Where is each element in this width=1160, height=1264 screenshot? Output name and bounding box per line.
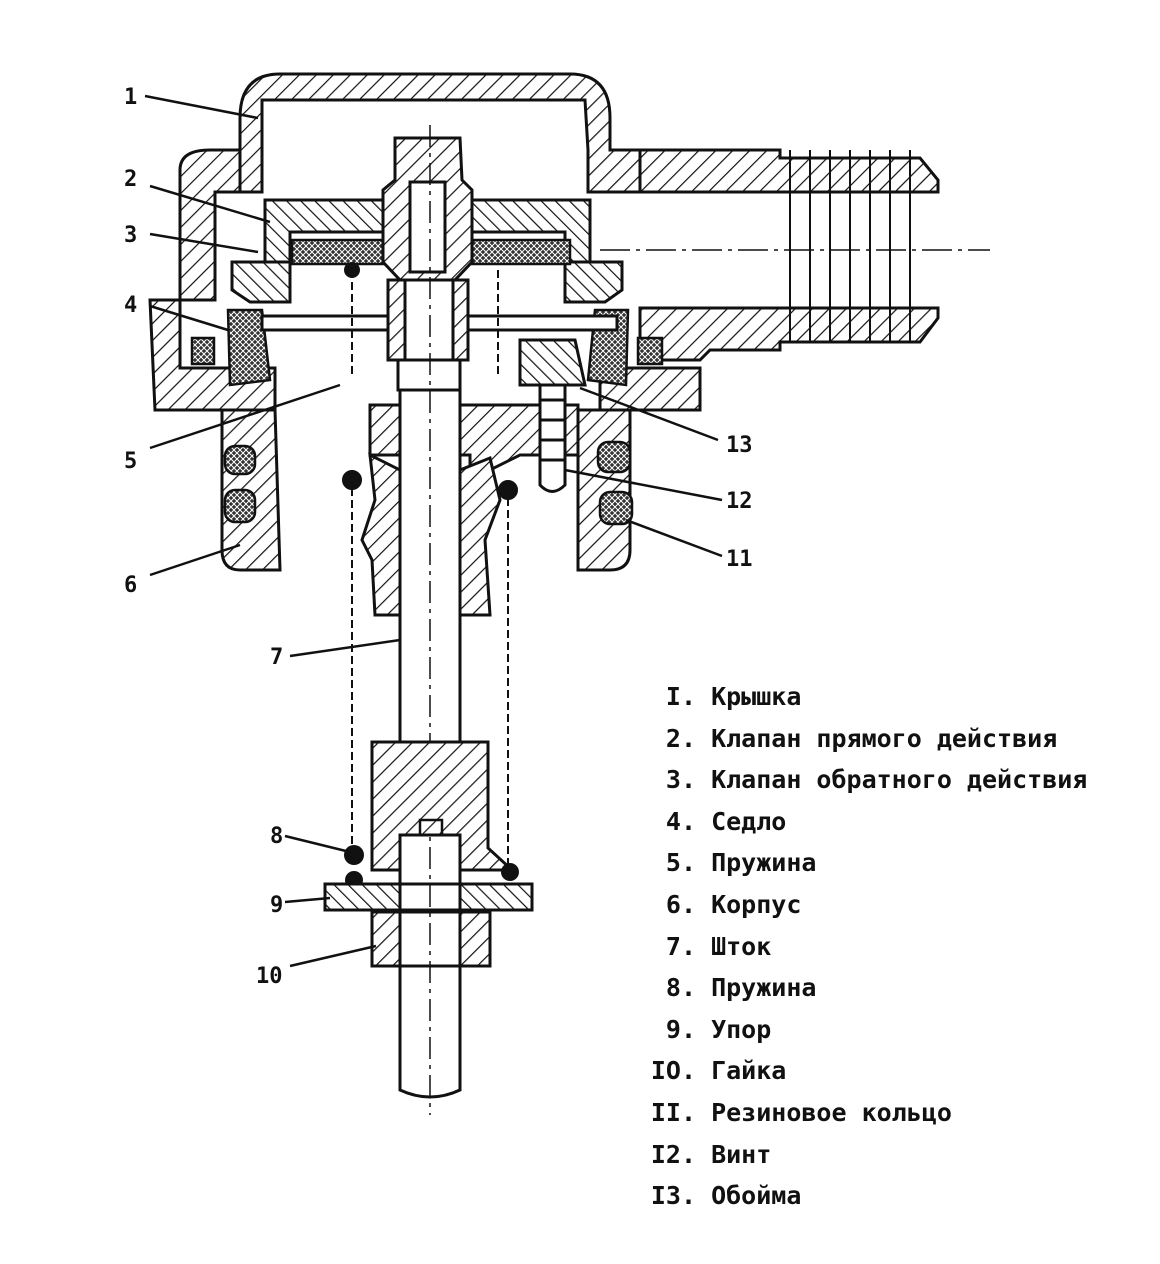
legend-item: 8. Пружина <box>600 967 1155 1009</box>
callout-6: 6 <box>124 573 137 598</box>
legend-number: I. <box>665 682 696 711</box>
legend-number: 2. <box>665 723 696 753</box>
legend-text: Винт <box>711 1139 772 1169</box>
part-body <box>148 298 702 572</box>
legend-number: 5. <box>665 848 696 878</box>
callout-13: 13 <box>726 433 753 458</box>
legend-number: 8. <box>665 973 696 1003</box>
legend-number: I3. <box>650 1181 696 1211</box>
legend-text: Резиновое кольцо <box>711 1097 952 1127</box>
leader-lines <box>144 94 723 968</box>
legend-item: IO. Гайка <box>600 1050 1155 1092</box>
callout-numbers: 1 2 3 4 5 6 7 8 9 10 11 12 13 <box>124 85 753 989</box>
legend-number: I2. <box>650 1139 696 1169</box>
legend-number: 4. <box>665 806 696 836</box>
legend-text: Пружина <box>711 848 817 878</box>
parts-legend: I. Крышка 2. Клапан прямого действия 3. … <box>600 676 1155 1217</box>
legend-item: 7. Шток <box>600 926 1155 968</box>
legend-item: I2. Винт <box>600 1134 1155 1176</box>
outlet-threads <box>789 150 911 342</box>
callout-7: 7 <box>270 645 283 670</box>
callout-4: 4 <box>124 293 137 318</box>
part-return-valve <box>290 238 572 266</box>
callout-5: 5 <box>124 449 137 474</box>
legend-text: Корпус <box>711 889 802 919</box>
callout-10: 10 <box>256 964 283 989</box>
callout-3: 3 <box>124 223 137 248</box>
legend-text: Гайка <box>711 1056 787 1086</box>
callout-8: 8 <box>270 824 283 849</box>
legend-text: Клапан прямого действия <box>711 723 1058 753</box>
legend-number: 3. <box>665 765 696 795</box>
legend-number: 9. <box>665 1014 696 1044</box>
callout-11: 11 <box>726 547 753 572</box>
stem-lower-bore <box>398 818 462 1090</box>
legend-item: 9. Упор <box>600 1009 1155 1051</box>
legend-number: IO. <box>650 1056 696 1086</box>
legend-text: Пружина <box>711 973 817 1003</box>
callout-2: 2 <box>124 167 137 192</box>
part-clip <box>518 338 587 493</box>
legend-text: Клапан обратного действия <box>711 765 1088 795</box>
legend-item: 4. Седло <box>600 801 1155 843</box>
callout-1: 1 <box>124 85 137 110</box>
legend-item: I3. Обойма <box>600 1175 1155 1217</box>
legend-item: II. Резиновое кольцо <box>600 1092 1155 1134</box>
legend-number: II. <box>650 1097 696 1127</box>
legend-item: 3. Клапан обратного действия <box>600 759 1155 801</box>
legend-text: Седло <box>711 806 787 836</box>
legend-item: 6. Корпус <box>600 884 1155 926</box>
legend-text: Упор <box>711 1014 772 1044</box>
part-guide-sleeve <box>360 452 502 617</box>
legend-text: Обойма <box>711 1181 802 1211</box>
part-direct-valve <box>230 198 624 304</box>
part-cap <box>178 72 642 302</box>
legend-item: 2. Клапан прямого действия <box>600 718 1155 760</box>
legend-item: 5. Пружина <box>600 842 1155 884</box>
part-rubber-rings <box>223 440 634 526</box>
legend-number: 7. <box>665 931 696 961</box>
legend-text: Крышка <box>711 682 802 711</box>
part-stem-head <box>381 136 474 392</box>
part-spring-upper <box>342 262 518 865</box>
legend-number: 6. <box>665 889 696 919</box>
part-stop-washer <box>323 882 534 912</box>
callout-12: 12 <box>726 489 753 514</box>
callout-9: 9 <box>270 893 283 918</box>
legend-item: I. Крышка <box>600 676 1155 718</box>
legend-text: Шток <box>711 931 772 961</box>
